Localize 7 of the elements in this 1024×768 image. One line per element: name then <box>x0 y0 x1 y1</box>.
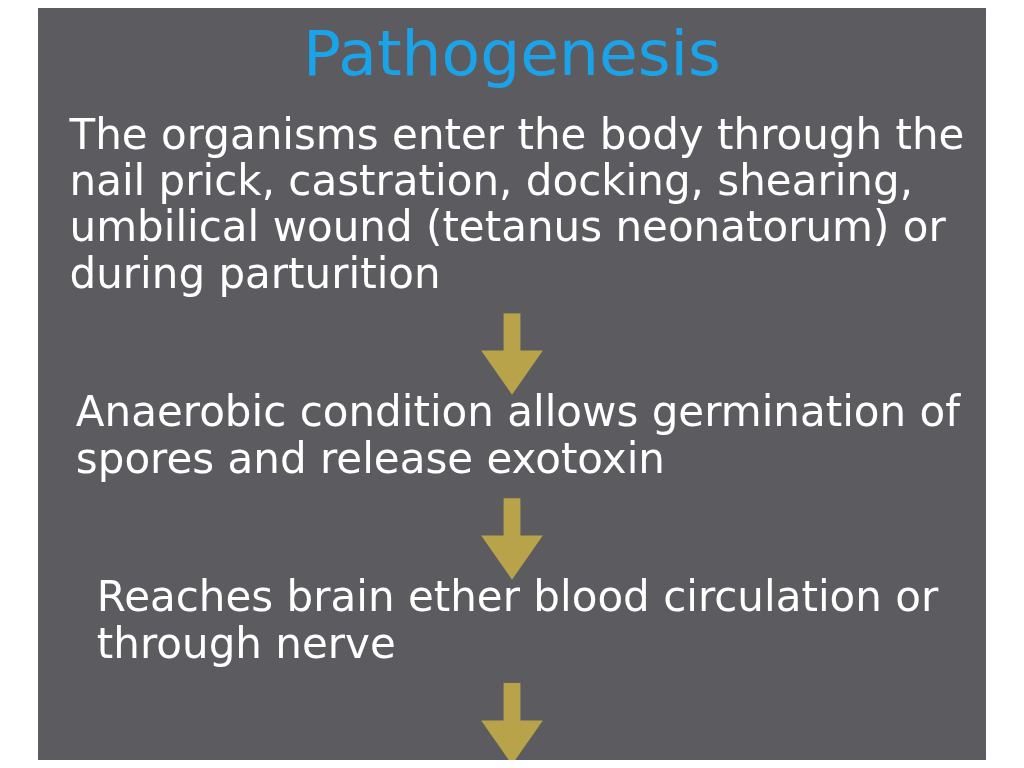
node-text: The organisms enter the body through the nail prick, castration, docking, shearing, umbilical wound (tetanus neonatorum) or during parturition <box>69 109 965 298</box>
arrow <box>481 682 543 760</box>
arrow <box>481 498 543 580</box>
node-text: Reaches brain ether blood circulation or through nerve <box>96 572 939 668</box>
diagram-title: Pathogenesis <box>303 16 721 91</box>
arrow <box>481 313 543 395</box>
node-text: Anaerobic condition allows germination of spores and release exotoxin <box>75 387 961 483</box>
